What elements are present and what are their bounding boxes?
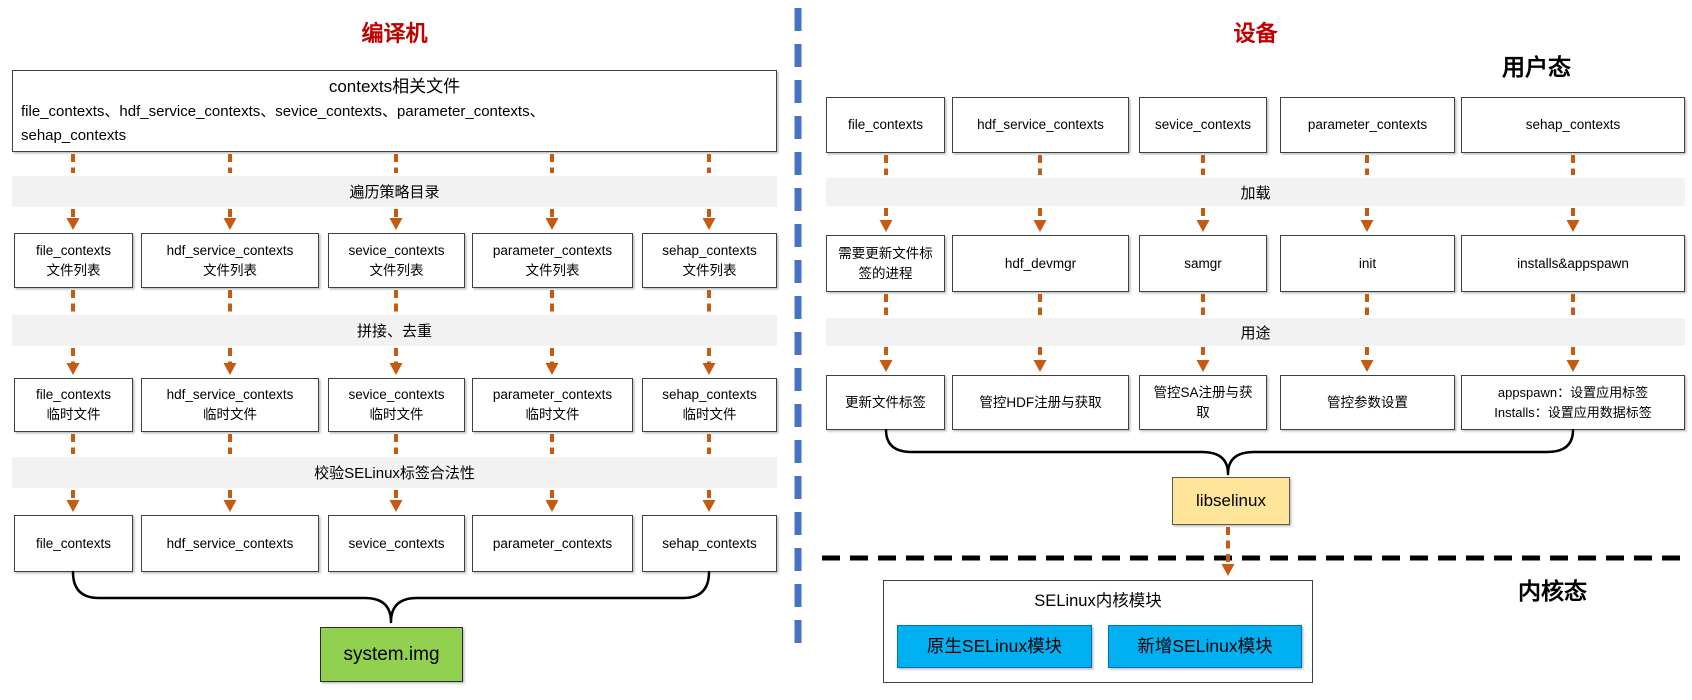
left-row1-box-parameter-contexts: parameter_contexts 文件列表 — [472, 233, 633, 288]
box-line: parameter_contexts — [492, 387, 613, 403]
left-row3-box-file-contexts: file_contexts — [14, 515, 133, 572]
left-row2-box-file-contexts: file_contexts 临时文件 — [14, 378, 133, 432]
right-merge-brace — [884, 428, 1575, 476]
box-line: sehap_contexts — [662, 387, 757, 403]
left-row2-box-sevice-contexts: sevice_contexts 临时文件 — [328, 378, 465, 432]
right-row2-box-hdf-devmgr: hdf_devmgr — [952, 235, 1129, 292]
left-row1-box-sevice-contexts: sevice_contexts 文件列表 — [328, 233, 465, 288]
box-line: 更新文件标签 — [845, 394, 926, 410]
band-load: 加载 — [826, 178, 1685, 206]
box-line: sehap_contexts — [1525, 117, 1621, 133]
user-mode-label: 用户态 — [1502, 54, 1571, 80]
box-line: 临时文件 — [203, 407, 257, 422]
box-line: 临时文件 — [525, 407, 580, 422]
box-line: hdf_service_contexts — [166, 387, 294, 403]
left-row2-box-sehap-contexts: sehap_contexts 临时文件 — [642, 378, 777, 432]
box-line: hdf_service_contexts — [166, 535, 294, 551]
contexts-source-title: contexts相关文件 — [328, 77, 461, 96]
box-line: samgr — [1184, 255, 1222, 271]
right-row3-box-hdf-register: 管控HDF注册与获取 — [952, 375, 1129, 430]
band-concat-dedupe: 拼接、去重 — [12, 315, 777, 346]
left-row2-box-hdf-service-contexts: hdf_service_contexts 临时文件 — [141, 378, 319, 432]
band-traverse-policy-dirs: 遍历策略目录 — [12, 176, 777, 207]
box-line: 临时文件 — [682, 407, 737, 422]
box-line: parameter_contexts — [1307, 117, 1428, 133]
left-panel-title: 编译机 — [361, 21, 428, 46]
right-row2-box-installs-appspawn: installs&appspawn — [1461, 235, 1685, 292]
box-line: 管控HDF注册与获取 — [979, 394, 1102, 410]
box-line: installs&appspawn — [1517, 255, 1629, 271]
box-line: appspawn：设置应用标签 — [1497, 385, 1649, 400]
left-row3-box-hdf-service-contexts: hdf_service_contexts — [141, 515, 319, 572]
right-row3-box-param-setting: 管控参数设置 — [1280, 375, 1455, 430]
system-img-box: system.img — [320, 627, 463, 682]
box-line: sevice_contexts — [348, 387, 445, 403]
right-row1-box-sehap-contexts: sehap_contexts — [1461, 97, 1685, 153]
box-line: hdf_service_contexts — [977, 117, 1104, 133]
box-line: file_contexts — [35, 387, 112, 403]
contexts-source-box: contexts相关文件 file_contexts、hdf_service_c… — [12, 70, 777, 152]
right-panel-title: 设备 — [1233, 21, 1278, 46]
box-line: 管控参数设置 — [1327, 394, 1408, 410]
box-line: file_contexts — [847, 117, 924, 133]
left-row1-box-hdf-service-contexts: hdf_service_contexts 文件列表 — [141, 233, 319, 288]
box-line: 文件列表 — [369, 262, 424, 278]
box-line: sevice_contexts — [348, 535, 445, 551]
box-line: 管控SA注册与获取 — [1153, 384, 1253, 420]
right-row1-box-sevice-contexts: sevice_contexts — [1139, 97, 1267, 153]
box-line: sehap_contexts — [662, 535, 757, 551]
box-line: 文件列表 — [46, 262, 101, 278]
new-selinux-module-box: 新增SELinux模块 — [1108, 625, 1302, 668]
left-row3-box-parameter-contexts: parameter_contexts — [472, 515, 633, 572]
right-row3-box-appspawn-installs: appspawn：设置应用标签 Installs：设置应用数据标签 — [1461, 375, 1685, 430]
box-line: parameter_contexts — [492, 242, 613, 258]
band-validate-selinux-labels: 校验SELinux标签合法性 — [12, 457, 777, 488]
box-line: init — [1358, 255, 1377, 271]
box-line: sevice_contexts — [1154, 117, 1252, 133]
left-merge-brace — [71, 570, 711, 624]
left-row3-box-sevice-contexts: sevice_contexts — [328, 515, 465, 572]
box-line: 需要更新文件标签的进程 — [838, 245, 933, 281]
box-line: file_contexts — [35, 535, 112, 551]
left-row1-box-sehap-contexts: sehap_contexts 文件列表 — [642, 233, 777, 288]
right-row2-box-init: init — [1280, 235, 1455, 292]
right-row1-box-parameter-contexts: parameter_contexts — [1280, 97, 1455, 153]
right-row1-box-file-contexts: file_contexts — [826, 97, 945, 153]
box-line: hdf_service_contexts — [166, 242, 294, 258]
flow-arrows — [66, 154, 1580, 576]
selinux-kernel-module-title: SELinux内核模块 — [1034, 592, 1162, 610]
right-row3-box-update-file-label: 更新文件标签 — [826, 375, 945, 430]
box-line: parameter_contexts — [492, 535, 613, 551]
right-row2-box-update-label-process: 需要更新文件标签的进程 — [826, 235, 945, 292]
box-line: 临时文件 — [369, 407, 424, 422]
left-row1-box-file-contexts: file_contexts 文件列表 — [14, 233, 133, 288]
kernel-mode-label: 内核态 — [1518, 578, 1587, 604]
libselinux-box: libselinux — [1172, 477, 1290, 525]
box-line: hdf_devmgr — [1004, 255, 1077, 271]
band-usage: 用途 — [826, 318, 1685, 346]
right-row3-box-sa-register: 管控SA注册与获取 — [1139, 375, 1267, 430]
left-row2-box-parameter-contexts: parameter_contexts 临时文件 — [472, 378, 633, 432]
right-row2-box-samgr: samgr — [1139, 235, 1267, 292]
box-line: 文件列表 — [203, 262, 257, 278]
box-line: 文件列表 — [525, 262, 580, 278]
box-line: sehap_contexts — [662, 242, 757, 258]
box-line: file_contexts — [35, 242, 112, 258]
box-line: 临时文件 — [46, 407, 101, 422]
left-row3-box-sehap-contexts: sehap_contexts — [642, 515, 777, 572]
native-selinux-module-box: 原生SELinux模块 — [897, 625, 1092, 668]
contexts-source-line1: file_contexts、hdf_service_contexts、sevic… — [21, 103, 545, 121]
box-line: 文件列表 — [682, 262, 737, 278]
right-row1-box-hdf-service-contexts: hdf_service_contexts — [952, 97, 1129, 153]
box-line: Installs：设置应用数据标签 — [1494, 404, 1652, 420]
contexts-source-line2: sehap_contexts — [21, 127, 127, 145]
box-line: sevice_contexts — [348, 242, 445, 258]
